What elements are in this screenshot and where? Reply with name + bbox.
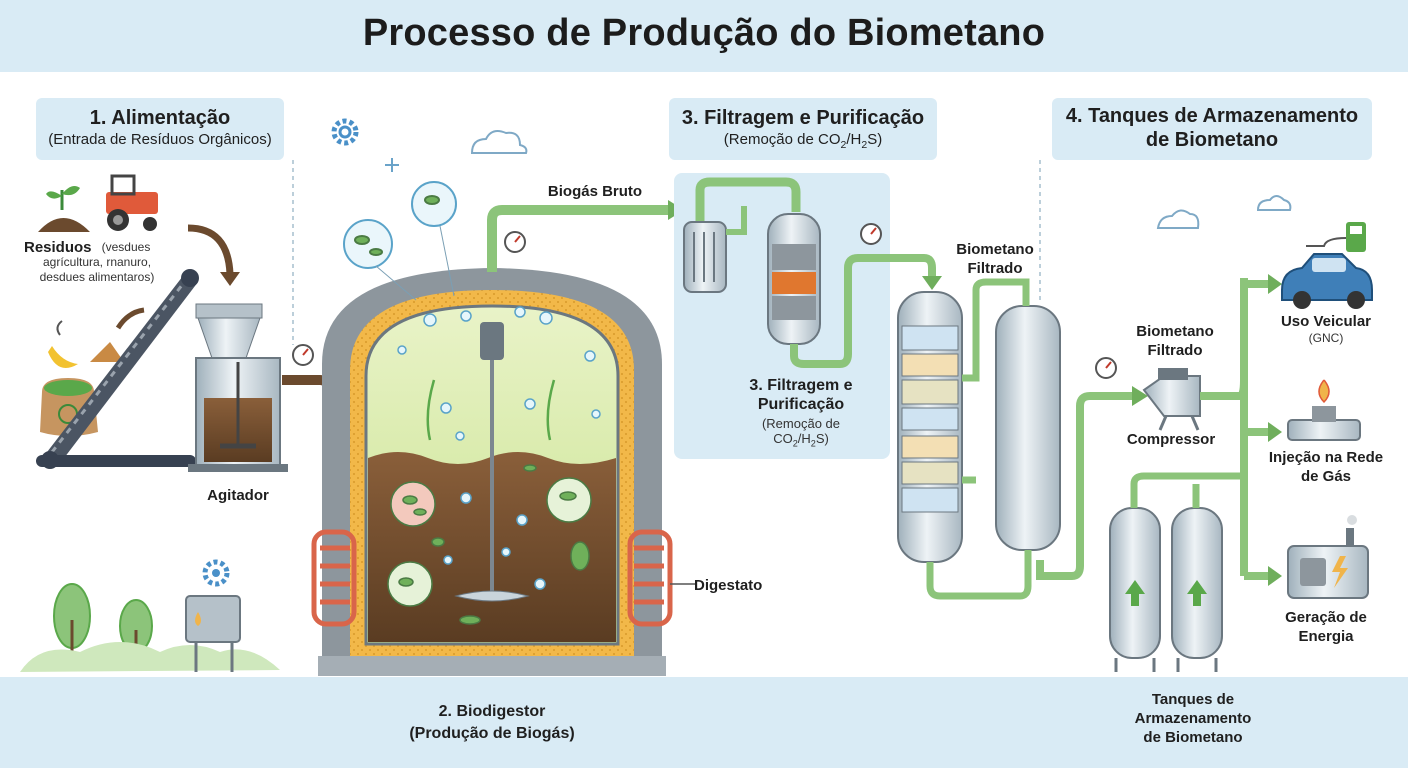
- title-bar: [0, 0, 1408, 72]
- filtration-inner-subtitle: (Remoção de CO2/H2S): [761, 416, 841, 449]
- heat-exchanger: [683, 221, 727, 293]
- cloud-icon: [470, 130, 1292, 229]
- step4-label: 4. Tanques de Armazenamento de Biometano: [1052, 98, 1372, 160]
- filtration-inner-title: 3. Filtragem e Purificação: [749, 377, 853, 413]
- soil-sprout-icon: [38, 186, 90, 232]
- digestate-label: Digestato: [694, 577, 763, 594]
- gear-icon: [331, 118, 359, 146]
- sparkle-icon: [385, 158, 399, 172]
- distribution-pipe: [1200, 278, 1270, 580]
- storage-tank: [1109, 507, 1223, 672]
- microbe-icon: [387, 464, 592, 625]
- step3-label: 3. Filtragem e Purificação (Remoção de C…: [669, 98, 937, 160]
- page-title: Processo de Produção do Biometano: [362, 12, 1046, 54]
- heating-coil: [311, 529, 673, 627]
- energy-generation-label: Geração de Energia: [1285, 609, 1367, 645]
- compressor-filtered-label: Biometano Filtrado: [1136, 323, 1214, 359]
- biodigestor-subtitle: (Produção de Biogás): [409, 725, 575, 742]
- compressor-icon: [1142, 368, 1201, 431]
- compressor-label: Compressor: [1126, 431, 1216, 448]
- agitator-tank: [188, 303, 288, 472]
- food-waste-icon: [48, 320, 124, 368]
- tractor-icon: [106, 174, 158, 231]
- pressure-gauge-icon: [504, 231, 526, 253]
- residues-label: Residuos: [24, 238, 174, 257]
- generator-icon: [1287, 515, 1369, 599]
- vehicle-use-label: Uso Veicular: [1280, 313, 1372, 330]
- ground-band: [0, 677, 1408, 768]
- storage-cylinder: [995, 305, 1061, 551]
- filter-column: [767, 213, 821, 345]
- step4-title-line2: de Biometano: [1145, 129, 1279, 151]
- car-icon: [1281, 253, 1373, 309]
- residues-detail: (vesdues agrícultura, rnanuro, desdues a…: [39, 240, 155, 284]
- step3-title: 3. Filtragem e Purificação: [681, 107, 925, 129]
- zoom-microbe-icon: [343, 181, 457, 301]
- conveyor-belt: [36, 269, 199, 469]
- feed-arrow: [187, 224, 234, 275]
- gas-grid-icon: [1287, 379, 1361, 441]
- pressure-gauge-icon: [292, 344, 314, 366]
- step1-label: 1. Alimentação (Entrada de Resíduos Orgâ…: [36, 98, 284, 160]
- step1-subtitle: (Entrada de Resíduos Orgânicos): [48, 131, 272, 148]
- purification-tower: [897, 291, 963, 563]
- vehicle-use-sub: (GNC): [1308, 331, 1344, 345]
- bush: [20, 642, 280, 672]
- pressure-gauge-icon: [1095, 357, 1117, 379]
- biodigestor-title: 2. Biodigestor: [438, 703, 546, 720]
- control-panel: [185, 595, 241, 672]
- residues-title: Residuos: [24, 239, 92, 256]
- step4-title-line1: 4. Tanques de Armazenamento: [1065, 105, 1359, 127]
- biodigestor: [311, 181, 696, 676]
- agitator-label: Agitador: [207, 487, 269, 504]
- gas-bubbles: [397, 306, 601, 590]
- step1-title: 1. Alimentação: [89, 107, 231, 129]
- fuel-pump-icon: [1306, 222, 1366, 252]
- biogas-pipe: [487, 205, 670, 272]
- step3-subtitle: (Remoção de CO2/H2S): [723, 131, 883, 151]
- pressure-gauge-icon: [860, 223, 882, 245]
- storage-tanks-label: Tanques de Armazenamento de Biometano: [1134, 691, 1252, 746]
- grid-injection-label: Injeção na Rede de Gás: [1268, 449, 1384, 485]
- raw-biogas-label: Biogás Bruto: [547, 183, 643, 200]
- filtered-biomethane-label: Biometano Filtrado: [956, 241, 1034, 277]
- gear-icon: [202, 559, 230, 587]
